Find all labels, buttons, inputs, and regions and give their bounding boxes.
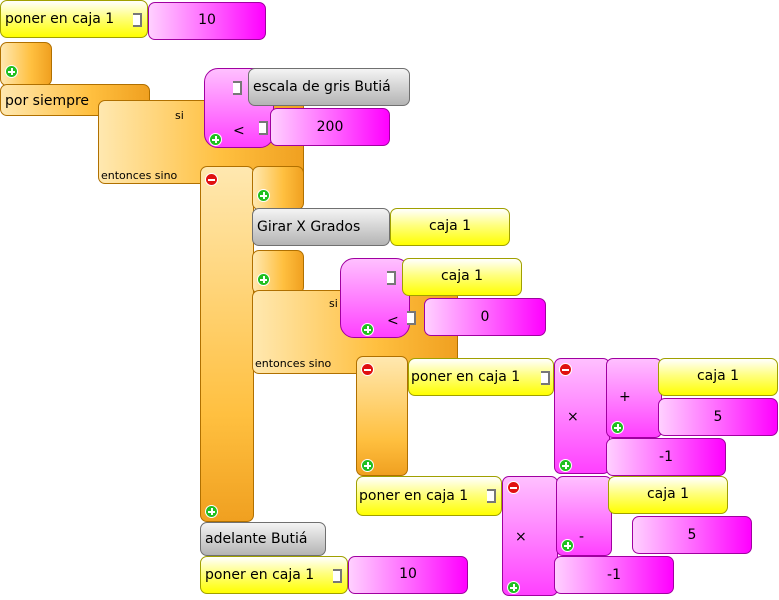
box1-value-label-4: caja 1 <box>646 486 690 502</box>
number-neg1-block-2[interactable]: -1 <box>554 556 674 594</box>
ifelse1-if-label: si <box>175 109 184 122</box>
socket-icon <box>407 311 416 325</box>
remove-icon[interactable] <box>507 481 520 494</box>
less-than-block-2[interactable]: < <box>340 258 416 338</box>
number-10-block[interactable]: 10 <box>148 2 266 40</box>
box1-value-block-3[interactable]: caja 1 <box>658 358 778 396</box>
multiply-op-1: × <box>567 409 579 425</box>
store-box1-label-2: poner en caja 1 <box>411 369 521 385</box>
grayscale-sensor-label: escala de gris Butiá <box>253 79 391 95</box>
box1-value-label-3: caja 1 <box>696 368 740 384</box>
add-icon[interactable] <box>205 505 218 518</box>
store-box1-block[interactable]: poner en caja 1 <box>0 0 148 38</box>
box1-value-block-1[interactable]: caja 1 <box>390 208 510 246</box>
less-than-op-2: < <box>387 313 399 329</box>
remove-icon[interactable] <box>205 173 218 186</box>
add-icon[interactable] <box>5 65 18 78</box>
multiply-block-2[interactable]: × <box>502 476 558 596</box>
subtract-block[interactable]: - <box>556 476 612 556</box>
store-box1-label-4: poner en caja 1 <box>205 567 315 583</box>
socket-icon <box>133 13 142 27</box>
else-clamp-1[interactable] <box>252 166 304 210</box>
number-5-block-1[interactable]: 5 <box>658 398 778 436</box>
store-box1-block-4[interactable]: poner en caja 1 <box>200 556 348 594</box>
add-icon[interactable] <box>361 323 374 336</box>
then-branch-2[interactable] <box>356 356 408 476</box>
forever-label: por siempre <box>5 93 90 109</box>
less-than-op-1: < <box>233 123 245 139</box>
socket-icon <box>541 371 550 385</box>
add-op: + <box>619 389 631 405</box>
number-neg1-value-1: -1 <box>659 449 673 465</box>
else-clamp-2[interactable] <box>252 250 304 294</box>
number-0-block[interactable]: 0 <box>424 298 546 336</box>
store-box1-label: poner en caja 1 <box>5 11 115 27</box>
number-10-value-2: 10 <box>399 566 417 582</box>
number-200-value: 200 <box>316 119 344 135</box>
store-box1-block-2[interactable]: poner en caja 1 <box>408 358 554 396</box>
number-10-value: 10 <box>198 12 216 28</box>
forward-label: adelante Butiá <box>205 531 308 547</box>
number-neg1-block-1[interactable]: -1 <box>606 438 726 476</box>
number-5-value-2: 5 <box>687 527 697 543</box>
ifelse2-if-label: si <box>329 297 338 310</box>
number-10-block-2[interactable]: 10 <box>348 556 468 594</box>
remove-icon[interactable] <box>361 363 374 376</box>
add-icon[interactable] <box>209 133 222 146</box>
subtract-op: - <box>579 529 585 545</box>
store-box1-label-3: poner en caja 1 <box>359 488 469 504</box>
socket-icon <box>233 81 242 95</box>
add-icon[interactable] <box>559 459 572 472</box>
multiply-op-2: × <box>515 529 527 545</box>
grayscale-sensor-block[interactable]: escala de gris Butiá <box>248 68 410 106</box>
ifelse2-then-else-label: entonces sino <box>255 357 332 370</box>
number-5-block-2[interactable]: 5 <box>632 516 752 554</box>
socket-icon <box>333 569 342 583</box>
number-200-block[interactable]: 200 <box>270 108 390 146</box>
box1-value-block-4[interactable]: caja 1 <box>608 476 728 514</box>
turn-degrees-label: Girar X Grados <box>257 219 361 235</box>
remove-icon[interactable] <box>559 363 572 376</box>
forward-block[interactable]: adelante Butiá <box>200 522 326 556</box>
multiply-block-1[interactable]: × <box>554 358 610 474</box>
number-0-value: 0 <box>480 309 490 325</box>
then-branch-1[interactable] <box>200 166 254 522</box>
add-icon[interactable] <box>257 189 270 202</box>
add-icon[interactable] <box>361 459 374 472</box>
ifelse1-then-else-label: entonces sino <box>101 169 178 182</box>
forever-clamp-top[interactable] <box>0 42 52 86</box>
socket-icon <box>259 121 268 135</box>
number-5-value-1: 5 <box>713 409 723 425</box>
box1-value-block-2[interactable]: caja 1 <box>402 258 522 296</box>
box1-value-label-1: caja 1 <box>428 218 472 234</box>
number-neg1-value-2: -1 <box>607 567 621 583</box>
add-icon[interactable] <box>257 273 270 286</box>
add-icon[interactable] <box>507 581 520 594</box>
box1-value-label-2: caja 1 <box>440 268 484 284</box>
add-icon[interactable] <box>561 539 574 552</box>
socket-icon <box>487 489 496 503</box>
add-icon[interactable] <box>611 421 624 434</box>
socket-icon <box>387 271 396 285</box>
store-box1-block-3[interactable]: poner en caja 1 <box>356 476 502 516</box>
add-block[interactable]: + <box>606 358 662 438</box>
turn-degrees-block[interactable]: Girar X Grados <box>252 208 390 246</box>
